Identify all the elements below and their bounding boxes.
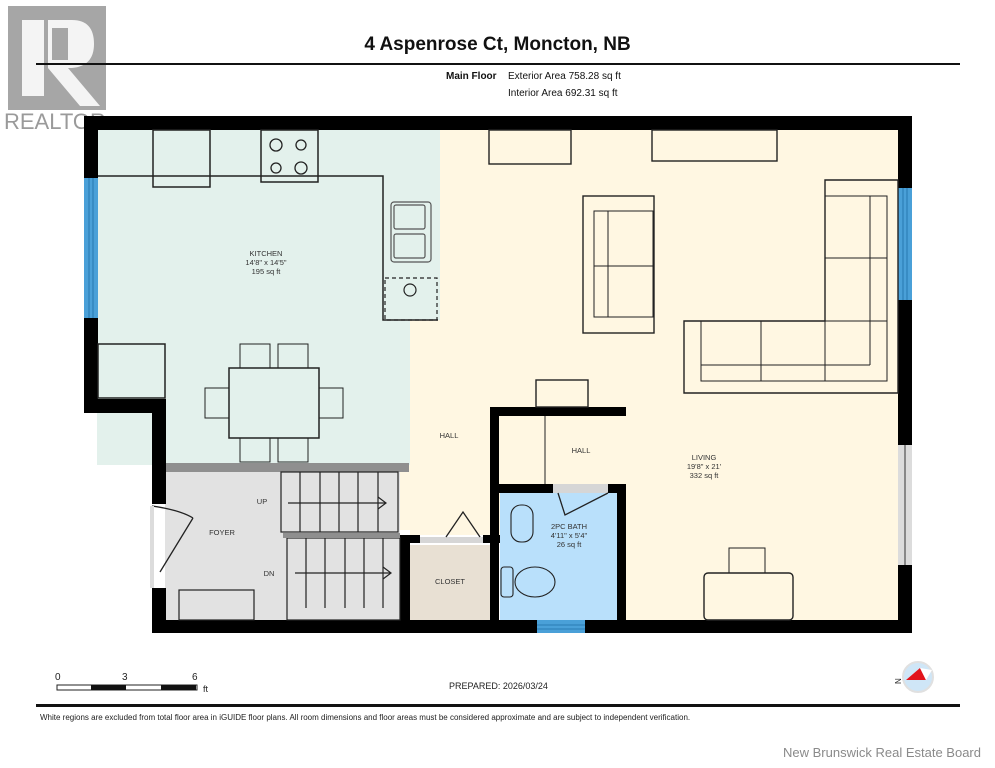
hall-area bbox=[410, 320, 500, 535]
bath-area bbox=[500, 493, 618, 620]
title-divider bbox=[36, 63, 960, 65]
living-area-text: 332 sq ft bbox=[690, 471, 720, 480]
scale-tick-0: 0 bbox=[55, 672, 61, 683]
living-label: LIVING bbox=[692, 453, 717, 462]
living-area bbox=[400, 130, 900, 620]
closet-door bbox=[445, 510, 481, 538]
windows bbox=[84, 178, 912, 633]
footer-divider bbox=[36, 704, 960, 707]
realtor-brand-text: REALTOR bbox=[4, 109, 106, 134]
closet-label: CLOSET bbox=[435, 577, 465, 586]
foyer-label: FOYER bbox=[209, 528, 235, 537]
compass-north-label: N bbox=[894, 678, 903, 684]
interior-area: Interior Area 692.31 sq ft bbox=[508, 88, 618, 99]
closet-area bbox=[410, 545, 492, 620]
kitchen-label: KITCHEN bbox=[250, 249, 283, 258]
walls bbox=[84, 116, 912, 633]
kitchen-area-text: 195 sq ft bbox=[252, 267, 282, 276]
compass-icon bbox=[902, 661, 934, 693]
scale-unit: ft bbox=[203, 684, 209, 694]
living-dims: 19'8" x 21' bbox=[687, 462, 722, 471]
stairs bbox=[280, 471, 401, 621]
bath-area-text: 26 sq ft bbox=[557, 540, 583, 549]
scale-tick-6: 6 bbox=[192, 672, 198, 683]
realtor-logo bbox=[8, 6, 106, 110]
kitchen-dims: 14'8" x 14'5" bbox=[245, 258, 286, 267]
dining-table bbox=[204, 343, 344, 463]
board-watermark: New Brunswick Real Estate Board bbox=[783, 745, 981, 760]
stove-icon bbox=[269, 138, 308, 175]
bath-fixtures bbox=[500, 504, 556, 598]
stairs-up-label: UP bbox=[257, 497, 267, 506]
exterior-area: Exterior Area 758.28 sq ft bbox=[508, 71, 621, 82]
prepared-date: PREPARED: 2026/03/24 bbox=[449, 681, 548, 691]
hall-label-2: HALL bbox=[572, 446, 591, 455]
page-title: 4 Aspenrose Ct, Moncton, NB bbox=[364, 34, 631, 55]
bath-label: 2PC BATH bbox=[551, 522, 587, 531]
entry-door bbox=[151, 505, 194, 573]
hall-label-1: HALL bbox=[440, 431, 459, 440]
stairs-down-label: DN bbox=[264, 569, 275, 578]
bath-door bbox=[557, 492, 609, 516]
sink-icon bbox=[390, 201, 432, 263]
foyer-area bbox=[165, 470, 400, 620]
ledge bbox=[166, 463, 409, 472]
floor-label: Main Floor bbox=[446, 71, 497, 82]
scale-bar bbox=[56, 684, 198, 691]
disclaimer-text: White regions are excluded from total fl… bbox=[40, 713, 691, 722]
bath-dims: 4'11" x 5'4" bbox=[551, 531, 588, 540]
foyer-bench bbox=[178, 589, 255, 621]
living-furniture bbox=[488, 129, 899, 621]
dishwasher-icon bbox=[384, 277, 438, 321]
scale-tick-3: 3 bbox=[122, 672, 128, 683]
